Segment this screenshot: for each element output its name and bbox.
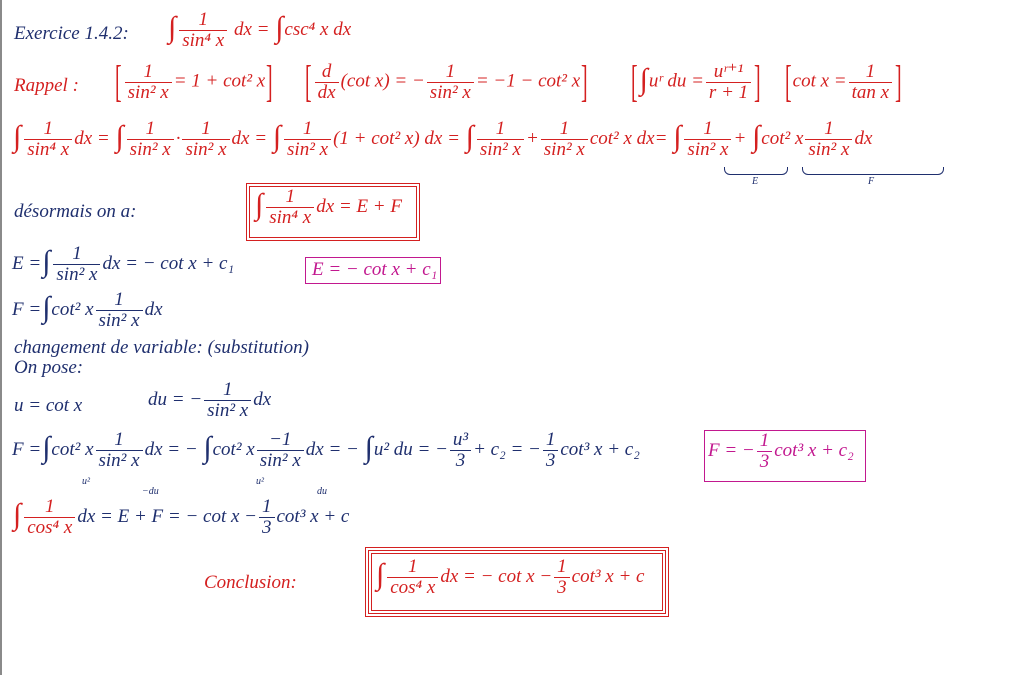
desormais-label: désormais on a: (14, 201, 137, 222)
F-result-box (704, 430, 866, 482)
label-E: E (752, 176, 759, 187)
under-u2-b: u² (256, 476, 264, 487)
boxed-result-1 (249, 186, 417, 238)
changement-text: changement de variable: (substitution) (14, 337, 309, 358)
label-F: F (868, 176, 875, 187)
subst-u: u = cot x (14, 395, 83, 416)
underbrace-F (802, 167, 944, 175)
E-result-box (305, 257, 441, 284)
exercise-title: Exercice 1.4.2: (14, 23, 129, 44)
E-result: E = − cot x + c₁ (312, 259, 438, 280)
under-u2: u² (82, 476, 90, 487)
integral-sign: ∫ (168, 11, 177, 45)
conclusion-box (371, 553, 663, 611)
conclusion-label: Conclusion: (204, 572, 297, 593)
rappel-label: Rappel : (14, 75, 79, 96)
on-pose-text: On pose: (14, 357, 84, 378)
under-mdu: −du (142, 486, 159, 497)
under-du: du (317, 486, 327, 497)
underbrace-E (724, 167, 788, 175)
